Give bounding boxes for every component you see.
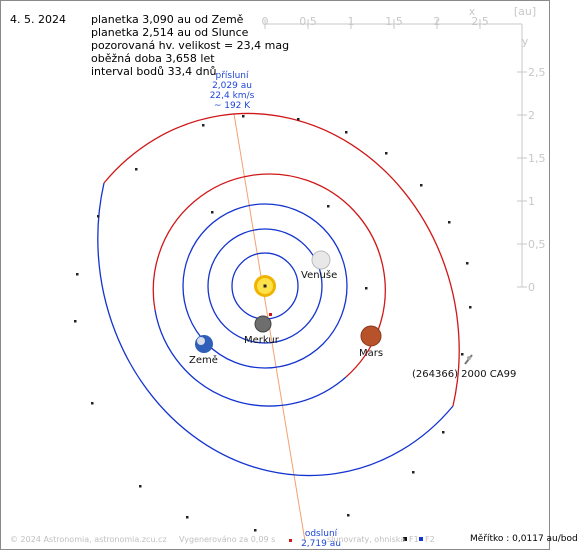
perihelion-speed: 22,4 km/s — [209, 91, 255, 101]
asteroid-marker — [464, 354, 473, 365]
earth-orbit — [182, 203, 348, 369]
perihelion-title: přísluní — [215, 71, 249, 81]
legend-solstice-marker — [289, 539, 292, 542]
aphelion-title: odsluní — [304, 529, 338, 539]
mars-orbit-near — [152, 173, 386, 378]
mars-label: Mars — [359, 348, 384, 359]
right-axis-label: 2 — [528, 109, 535, 122]
top-axis-label: 0,5 — [299, 15, 317, 28]
info-distance-sun: planetka 2,514 au od Slunce — [91, 26, 249, 39]
venus-label: Venuše — [301, 270, 338, 281]
orbit-marker — [327, 205, 330, 208]
orbit-marker — [461, 353, 464, 356]
asteroid-label: (264366) 2000 CA99 — [412, 369, 517, 380]
top-axis-label: 2 — [434, 15, 441, 28]
venus-orbit — [207, 228, 323, 344]
orbit-marker — [91, 402, 94, 405]
earth-disk — [195, 335, 213, 353]
orbit-markers — [74, 115, 472, 532]
orbit-marker — [442, 431, 445, 434]
orbit-marker — [135, 168, 138, 171]
info-period: oběžná doba 3,658 let — [91, 52, 215, 65]
orbit-marker — [412, 471, 415, 474]
footer-generated: Vygenerováno za 0,09 s — [179, 535, 276, 544]
orbit-marker — [202, 124, 205, 127]
orbit-marker — [211, 211, 214, 214]
mars-planet — [360, 325, 382, 347]
info-magnitude: pozorovaná hv. velikost = 23,4 mag — [91, 39, 290, 52]
focus-marker — [263, 284, 267, 288]
aphelion-label: odsluní 2,719 au — [293, 529, 349, 549]
scale-label: Měřítko : 0,0117 au/bod — [470, 534, 578, 544]
earth-planet — [195, 335, 213, 353]
asteroid-body — [467, 356, 471, 360]
aphelion-distance: 2,719 au — [301, 539, 341, 549]
orbit-marker — [448, 221, 451, 224]
right-axis-label: 0 — [528, 281, 535, 294]
asteroid-orbit-near — [103, 112, 460, 407]
date: 4. 5. 2024 — [10, 13, 66, 26]
top-axis-label: 1 — [348, 15, 355, 28]
orbit-marker — [254, 529, 257, 532]
legend-f1-marker — [403, 537, 407, 541]
mercury-planet — [254, 315, 272, 333]
perihelion-distance: 2,029 au — [212, 81, 252, 91]
orbit-marker — [466, 262, 469, 265]
orbit-marker — [385, 152, 388, 155]
legend-f2-marker — [419, 537, 423, 541]
right-axis: 2,5 2 1,5 1 0,5 0 y — [517, 24, 546, 294]
orbit-diagram: 0 0,5 1 1,5 2 2,5 x [au] 2,5 2 1,5 1 0,5… — [74, 5, 546, 542]
footer-legend-f2: F2 — [425, 535, 435, 544]
orbit-marker — [97, 215, 100, 218]
right-axis-label: 1,5 — [528, 152, 546, 165]
orbit-marker — [345, 131, 348, 134]
top-axis-x-mark: x — [469, 5, 476, 18]
asteroid-orbit-far — [97, 182, 454, 477]
mercury-label: Merkur — [244, 335, 279, 346]
right-axis-label: 2,5 — [528, 66, 546, 79]
info-interval: interval bodů 33,4 dnů — [91, 65, 217, 78]
orbit-marker — [242, 115, 245, 118]
info-distance-earth: planetka 3,090 au od Země — [91, 13, 244, 26]
top-axis-label: 0 — [262, 15, 269, 28]
orbit-marker — [76, 273, 79, 276]
right-axis-label: 1 — [528, 195, 535, 208]
orbit-marker — [139, 485, 142, 488]
perihelion-label: přísluní 2,029 au 22,4 km/s ~ 192 K — [197, 71, 267, 111]
earth-clouds — [197, 337, 205, 345]
orbit-marker — [297, 118, 300, 121]
top-axis-label: 2,5 — [471, 15, 489, 28]
top-axis-label: 1,5 — [385, 15, 403, 28]
footer-copyright: © 2024 Astronomia, astronomia.zcu.cz — [10, 535, 167, 544]
orbit-marker — [469, 306, 472, 309]
orbit-marker — [347, 514, 350, 517]
sun — [254, 275, 276, 297]
earth-label: Země — [189, 355, 218, 366]
orbit-marker — [186, 516, 189, 519]
right-axis-label: 0,5 — [528, 238, 546, 251]
top-axis-unit: [au] — [514, 5, 536, 18]
venus-planet — [311, 250, 331, 270]
right-axis-y-mark: y — [522, 35, 529, 48]
orbit-marker — [269, 313, 272, 316]
orbit-marker — [365, 287, 368, 290]
perihelion-temperature: ~ 192 K — [213, 101, 251, 111]
orbit-marker — [420, 184, 423, 187]
mars-orbit-far — [154, 309, 347, 407]
top-axis: 0 0,5 1 1,5 2 2,5 x [au] — [262, 5, 536, 29]
orbit-marker — [74, 320, 77, 323]
footer-legend-solstices: slunovraty, ohniska — [327, 535, 406, 544]
footer-legend-f1: F1 — [409, 535, 419, 544]
